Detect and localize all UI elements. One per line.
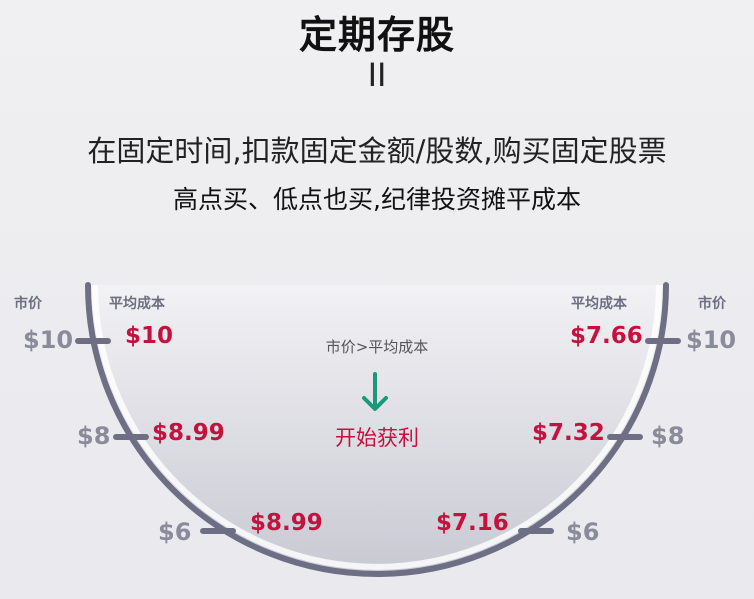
equals-sign: II — [367, 56, 387, 94]
right-market-price-2: $8 — [651, 422, 685, 450]
left-market-price-3: $6 — [158, 518, 192, 546]
right-avg-cost-1: $7.66 — [570, 323, 643, 349]
left-cost-header: 平均成本 — [109, 296, 165, 312]
arrow-down-icon — [357, 370, 393, 416]
left-avg-cost-1: $10 — [125, 323, 174, 349]
right-avg-cost-2: $7.32 — [532, 420, 605, 446]
right-avg-cost-3: $7.16 — [436, 510, 509, 536]
bowl-arc — [85, 282, 669, 577]
comparison-text: 市价>平均成本 — [325, 338, 429, 356]
left-avg-cost-3: $8.99 — [250, 510, 323, 536]
left-market-price-2: $8 — [77, 422, 111, 450]
left-market-price-1: $10 — [23, 326, 74, 354]
bowl-highlight — [92, 284, 662, 570]
strategy-text: 高点买、低点也买,纪律投资摊平成本 — [173, 185, 581, 214]
right-market-header: 市价 — [698, 296, 726, 312]
left-market-header: 市价 — [14, 296, 42, 312]
definition-text: 在固定时间,扣款固定金额/股数,购买固定股票 — [87, 134, 667, 168]
bowl-fill — [88, 285, 666, 574]
right-market-price-1: $10 — [686, 326, 737, 354]
right-market-price-3: $6 — [566, 518, 600, 546]
page-title: 定期存股 — [298, 13, 455, 57]
right-cost-header: 平均成本 — [571, 296, 627, 312]
left-avg-cost-2: $8.99 — [152, 420, 225, 446]
profit-text: 开始获利 — [335, 426, 419, 450]
